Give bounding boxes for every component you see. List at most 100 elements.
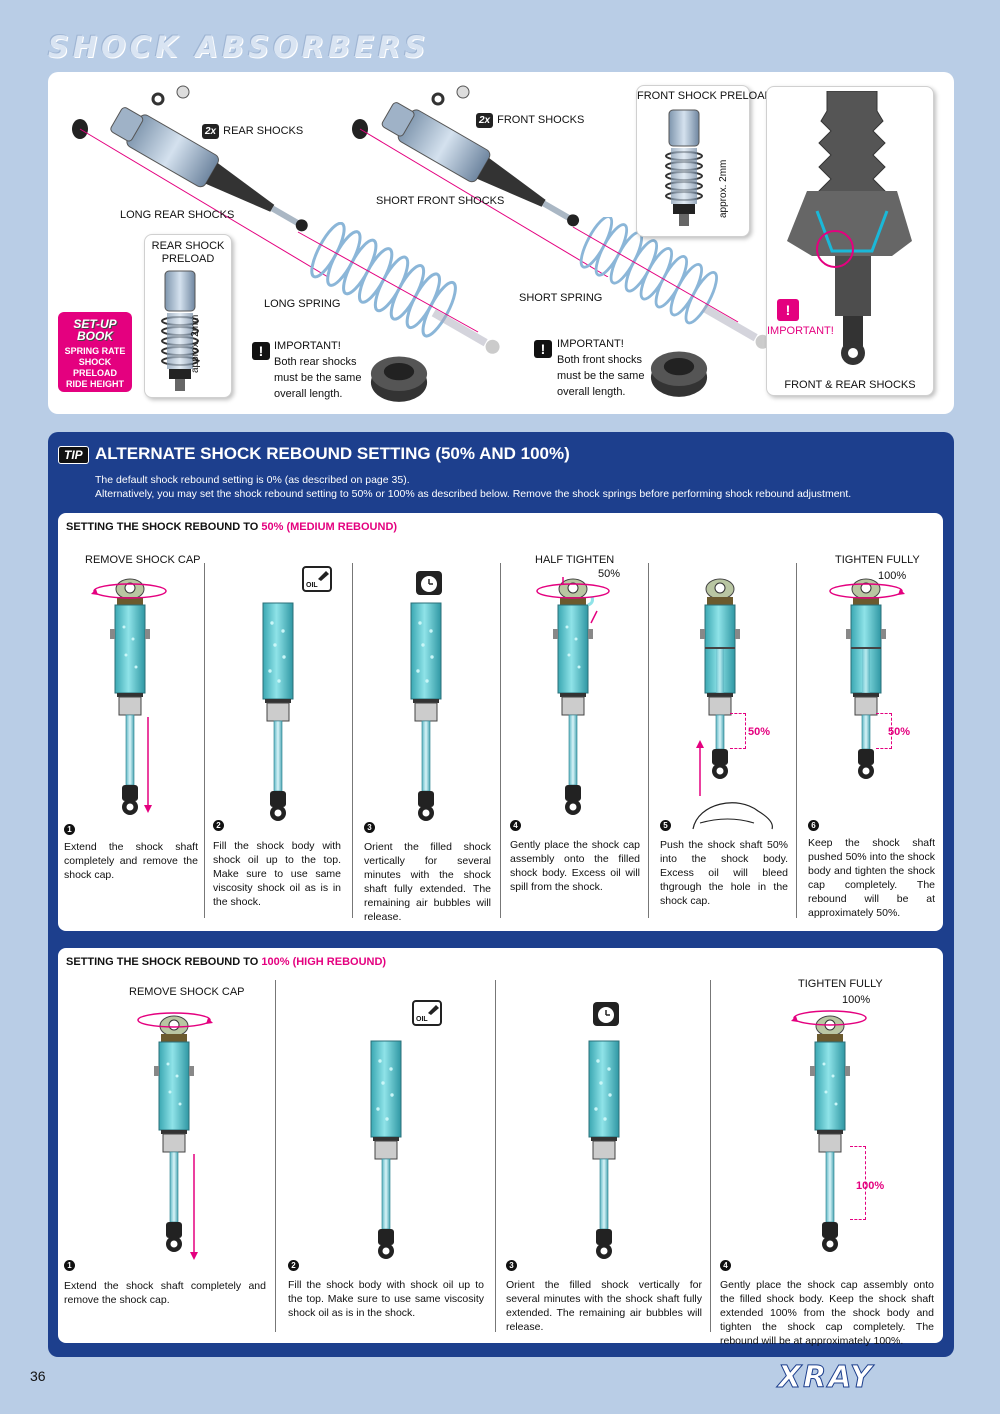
step-1-text: Extend the shock shaft completely and re…: [64, 841, 198, 881]
step-1-text: Extend the shock shaft completely and re…: [64, 1280, 266, 1306]
rotate-arrow-icon: [829, 583, 905, 599]
setup-item-ride-height: RIDE HEIGHT: [65, 379, 124, 389]
rotate-arrow-icon: [91, 583, 167, 599]
shock-step4-illustration: [809, 1015, 851, 1253]
rear-count-badge: 2x: [202, 124, 220, 139]
page-number: 36: [30, 1368, 46, 1384]
long-rear-shocks-label: LONG REAR SHOCKS: [120, 209, 235, 221]
medium-rebound-title: SETTING THE SHOCK REBOUND TO 50% (MEDIUM…: [66, 521, 398, 533]
pct-marker-step5: 50%: [748, 726, 771, 738]
boot-important-label: IMPORTANT!: [767, 325, 834, 337]
step-2-text: Fill the shock body with shock oil up to…: [288, 1279, 484, 1319]
half-tighten-label: HALF TIGHTEN: [535, 554, 615, 566]
column-divider: [204, 563, 205, 918]
step-2-text: Fill the shock body with shock oil up to…: [213, 840, 341, 908]
setup-book-title-2: BOOK: [77, 329, 113, 343]
long-spring-illustration: [297, 222, 479, 342]
step-number: 4: [720, 1260, 731, 1271]
setup-book-title-1: SET-UP: [73, 317, 117, 331]
step-5-text: Push the shock shaft 50% into the shock …: [660, 839, 788, 907]
short-front-shocks-label: SHORT FRONT SHOCKS: [376, 195, 505, 207]
timer-clock-icon: [416, 571, 442, 595]
column-divider: [495, 980, 496, 1332]
column-divider: [275, 980, 276, 1332]
remove-shock-cap-label: REMOVE SHOCK CAP: [85, 554, 201, 566]
column-divider: [796, 563, 797, 918]
pct-marker-step6: 50%: [888, 726, 911, 738]
front-preload-title: FRONT SHOCK PRELOAD: [637, 90, 773, 102]
step-number: 5: [660, 820, 671, 831]
high-rebound-title: SETTING THE SHOCK REBOUND TO 100% (HIGH …: [66, 956, 387, 968]
column-divider: [352, 563, 353, 918]
tip-text-line1: The default shock rebound setting is 0% …: [95, 474, 410, 486]
setup-item-spring-rate: SPRING RATE: [64, 346, 126, 356]
tip-badge: TIP: [58, 446, 89, 464]
tighten-fully-percent: 100%: [842, 994, 871, 1006]
front-spring-cup-illustration: [650, 351, 708, 397]
tighten-fully-label: TIGHTEN FULLY: [798, 978, 883, 990]
front-preload-approx: approx. 2mm: [718, 159, 729, 218]
push-arrow-icon: [696, 740, 704, 796]
rear-important-icon: !: [252, 342, 270, 360]
step-4-text: Gently place the shock cap assembly onto…: [510, 839, 640, 893]
tip-title: ALTERNATE SHOCK REBOUND SETTING (50% AND…: [95, 444, 570, 463]
rear-preload-approx: approx. 2mm: [190, 314, 201, 373]
oil-bottle-icon: OIL: [302, 566, 332, 592]
step-number: 3: [506, 1260, 517, 1271]
oil-bottle-icon: OIL: [412, 1000, 442, 1026]
column-divider: [648, 563, 649, 918]
half-tighten-percent: 50%: [598, 568, 621, 580]
pct-marker-step4: 100%: [856, 1180, 885, 1192]
shock-step4-illustration: [552, 578, 594, 816]
step-4-text: Gently place the shock cap assembly onto…: [720, 1279, 934, 1347]
front-preload-shock-icon: [665, 109, 703, 226]
brand-logo: XRAY: [778, 1360, 874, 1396]
step-3-text: Orient the filled shock vertically for s…: [506, 1279, 702, 1333]
shock-step6-illustration: [845, 578, 887, 780]
front-important-icon: !: [534, 340, 552, 358]
step-number: 4: [510, 820, 521, 831]
shock-boot-illustration: [787, 91, 912, 365]
step-number: 2: [288, 1260, 299, 1271]
page-title: SHOCK ABSORBERS: [48, 30, 430, 64]
shock-boot-inset: ! IMPORTANT! FRONT & REAR SHOCKS: [766, 86, 934, 396]
rear-spring-cup-illustration: [370, 356, 428, 402]
tighten-fully-percent: 100%: [878, 570, 907, 582]
setup-book-badge: SET-UP BOOK SPRING RATE SHOCK PRELOAD RI…: [58, 312, 132, 392]
rear-shock-illustration: [72, 85, 329, 277]
shock-step2-illustration: [370, 1040, 402, 1260]
shock-step1-illustration: [153, 1015, 198, 1260]
rear-preload-shock-icon: [161, 270, 199, 391]
shock-step3-illustration: [410, 602, 442, 822]
pct-bracket: [730, 713, 746, 749]
thumb-illustration: [692, 802, 773, 830]
rear-rod-end-illustration: [431, 309, 500, 354]
important-warning-icon: !: [777, 299, 799, 321]
timer-clock-icon: [593, 1002, 619, 1026]
column-divider: [710, 980, 711, 1332]
short-spring-label: SHORT SPRING: [519, 292, 603, 304]
shock-step1-illustration: [109, 578, 152, 816]
front-rear-shocks-label: FRONT & REAR SHOCKS: [784, 379, 916, 391]
shock-step3-illustration: [588, 1040, 620, 1260]
step-number: 6: [808, 820, 819, 831]
step-number: 1: [64, 1260, 75, 1271]
step-3-text: Orient the filled shock vertically for s…: [364, 841, 491, 923]
step-number: 1: [64, 824, 75, 835]
rotate-arrow-icon: [791, 1010, 867, 1026]
step-number: 3: [364, 822, 375, 833]
front-count-badge: 2x: [476, 113, 494, 128]
short-spring-illustration: [572, 217, 739, 327]
column-divider: [500, 563, 501, 918]
tip-text-line2: Alternatively, you may set the shock reb…: [95, 488, 852, 500]
front-shock-illustration: [352, 85, 609, 277]
step-number: 2: [213, 820, 224, 831]
front-preload-inset: FRONT SHOCK PRELOAD approx. 2mm: [636, 85, 773, 237]
